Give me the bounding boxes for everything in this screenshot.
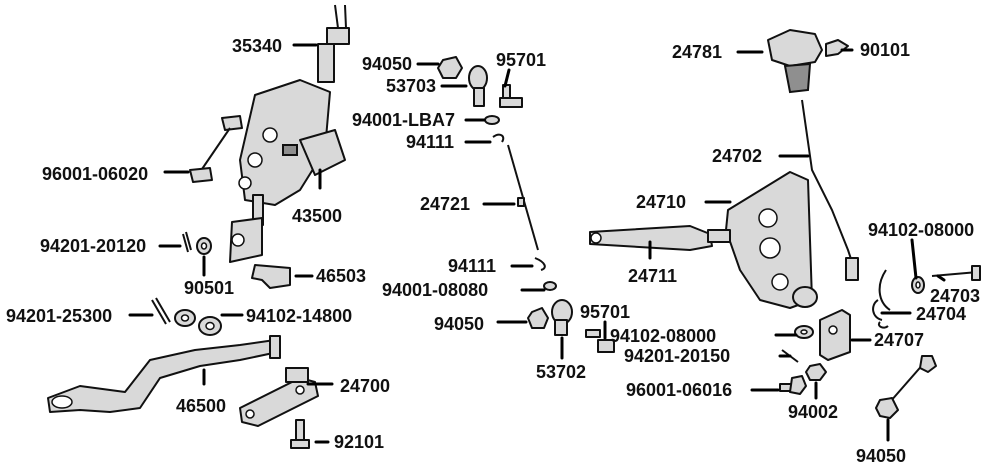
bolt-95701-top [499, 84, 523, 108]
bolt-92101 [290, 419, 310, 449]
knob-24781 [767, 29, 823, 94]
spring-24704 [872, 269, 891, 329]
label-94111-top: 94111 [406, 132, 454, 152]
label-24704: 24704 [916, 304, 966, 324]
label-96001-06016: 96001-06016 [626, 380, 732, 400]
bracket-24710 [725, 171, 818, 309]
label-94111-bottom: 94111 [448, 256, 496, 276]
shift-rod-24721 [507, 144, 539, 251]
ball-joint-53703 [468, 65, 488, 107]
arm-24711 [589, 225, 731, 251]
label-90501: 90501 [184, 278, 234, 298]
clevis-yoke [229, 194, 264, 263]
clip-94111-top [492, 133, 505, 143]
label-94050-bottom: 94050 [856, 446, 906, 466]
label-24700: 24700 [340, 376, 390, 396]
washer-94102-08000-mid [794, 325, 814, 339]
bolt-96001-06020 [189, 115, 243, 183]
label-95701-top: 95701 [496, 50, 546, 70]
clip-94001-08080 [543, 281, 557, 291]
bracket-46503 [251, 264, 291, 289]
master-cylinder-43500 [238, 79, 346, 206]
label-92101: 92101 [334, 432, 384, 452]
shift-lever-24702 [801, 99, 859, 281]
nut-94050-mid [527, 307, 549, 329]
label-46500: 46500 [176, 396, 226, 416]
label-24781: 24781 [672, 42, 722, 62]
label-24707: 24707 [874, 330, 924, 350]
label-94050-top: 94050 [362, 54, 412, 74]
ball-joint-53702 [551, 299, 573, 336]
switch-35340 [317, 4, 350, 83]
label-94002: 94002 [788, 402, 838, 422]
label-94102-08000-right: 94102-08000 [868, 220, 974, 240]
nut-94002 [805, 363, 827, 381]
label-46503: 46503 [316, 266, 366, 286]
block-24707 [819, 309, 851, 361]
cotter-pin-94201-25300 [151, 297, 171, 325]
bolt-95701-bottom [585, 329, 615, 353]
rod-94050-bottom [875, 355, 937, 419]
label-35340: 35340 [232, 36, 282, 56]
leader-lines [128, 43, 946, 444]
brake-pedal-46500 [47, 335, 281, 413]
label-24702: 24702 [712, 146, 762, 166]
label-53703: 53703 [386, 76, 436, 96]
label-24721: 24721 [420, 194, 470, 214]
label-24703: 24703 [930, 286, 980, 306]
label-94001-lba7: 94001-LBA7 [352, 110, 455, 130]
label-94102-08000-mid: 94102-08000 [610, 326, 716, 346]
label-53702: 53702 [536, 362, 586, 382]
washer-94102-08000-right [911, 276, 925, 294]
label-94201-20120: 94201-20120 [40, 236, 146, 256]
washers-94102-14800 [174, 309, 222, 336]
washer-90501 [196, 237, 212, 255]
label-90101: 90101 [860, 40, 910, 60]
label-24711: 24711 [628, 266, 677, 286]
screw-90101 [825, 39, 849, 57]
bolt-96001-06016 [779, 375, 807, 395]
plate-24700 [239, 367, 319, 427]
nut-94050-top [437, 56, 463, 79]
label-94201-25300: 94201-25300 [6, 306, 112, 326]
clip-94111-bottom [534, 257, 546, 271]
label-94102-14800: 94102-14800 [246, 306, 352, 326]
clip-94001-lba7 [484, 115, 500, 125]
label-94050-mid: 94050 [434, 314, 484, 334]
label-94201-20150: 94201-20150 [624, 346, 730, 366]
label-94001-08080: 94001-08080 [382, 280, 488, 300]
label-24710: 24710 [636, 192, 686, 212]
label-96001-06020: 96001-06020 [42, 164, 148, 184]
label-43500: 43500 [292, 206, 342, 226]
cotter-pin-94201-20120 [182, 231, 192, 253]
label-95701-bottom: 95701 [580, 302, 630, 322]
